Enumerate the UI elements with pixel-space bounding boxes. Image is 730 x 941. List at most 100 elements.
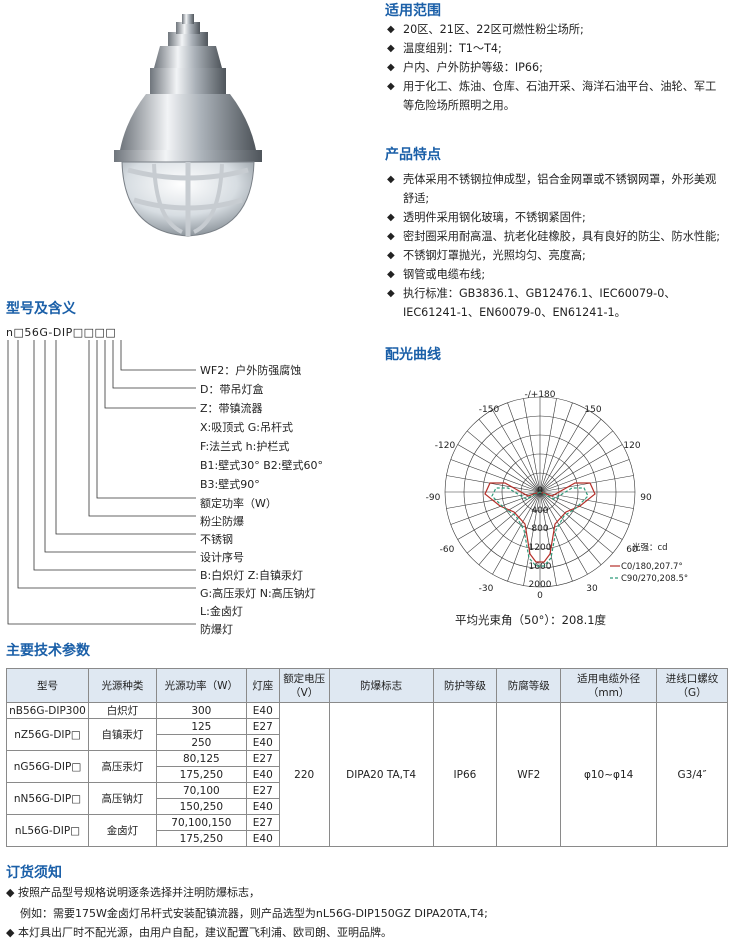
cell-ex: DIPA20 TA,T4 xyxy=(328,702,434,847)
polar-spoke xyxy=(539,491,573,582)
polar-spoke xyxy=(539,402,573,493)
curve-title: 配光曲线 xyxy=(385,347,441,363)
feature-item: 透明件采用钢化玻璃，不锈钢紧固件; xyxy=(387,208,727,227)
tech-title: 主要技术参数 xyxy=(6,643,90,659)
model-line: 不锈钢 xyxy=(200,533,233,546)
order-line-3: ◆ 本灯具出厂时不配光源，由用户自配，建议配置飞利浦、欧司朗、亚明品牌。 xyxy=(6,922,392,941)
model-line: X:吸顶式 G:吊杆式 xyxy=(200,421,293,434)
polar-spoke xyxy=(507,491,541,582)
cell-source: 白炽灯 xyxy=(87,702,157,719)
bullet-icon: ◆ xyxy=(6,926,18,939)
model-code: n□56G-DIP□□□□ xyxy=(6,326,117,339)
model-line: 额定功率（W） xyxy=(200,497,277,510)
model-line: B1:壁式30° B2:壁式60° xyxy=(200,459,323,472)
polar-spoke xyxy=(523,398,541,493)
cell-power: 175,250 xyxy=(155,766,247,783)
cell-power: 150,250 xyxy=(155,798,247,815)
cell-cable: φ10~φ14 xyxy=(560,702,658,847)
model-line: B3:壁式90° xyxy=(200,478,260,491)
cell-socket: E40 xyxy=(245,798,280,815)
cell-model: nB56G-DIP300 xyxy=(6,702,89,719)
cell-socket: E27 xyxy=(245,718,280,735)
header-cable: 适用电缆外径（mm） xyxy=(560,668,658,703)
scope-item: 户内、户外防护等级：IP66; xyxy=(387,58,727,77)
cell-ip: IP66 xyxy=(432,702,498,847)
polar-spoke xyxy=(539,430,613,493)
model-line: B:白炽灯 Z:自镇汞灯 xyxy=(200,569,303,582)
polar-spoke xyxy=(478,491,541,565)
cell-power: 175,250 xyxy=(155,830,247,847)
cell-power: 300 xyxy=(155,702,247,719)
table-row: 175,250 E40 xyxy=(7,766,728,783)
cell-model: nZ56G-DIP□ xyxy=(6,718,89,751)
polar-spoke xyxy=(467,430,541,493)
angle-label: -60 xyxy=(440,545,455,555)
table-row: nB56G-DIP300 白炽灯 300 E40 220 DIPA20 TA,T… xyxy=(6,702,728,847)
radial-label: 0 xyxy=(537,486,543,496)
model-line: 设计序号 xyxy=(200,551,244,564)
model-line: Z：带镇流器 xyxy=(200,402,263,415)
table-row: nG56G-DIP□ 高压汞灯 80,125 E27 xyxy=(6,750,728,783)
polar-spoke xyxy=(539,491,602,565)
cell-model: nN56G-DIP□ xyxy=(6,782,89,815)
cell-source: 自镇汞灯 xyxy=(87,718,157,751)
angle-label: -90 xyxy=(426,493,441,503)
features-list: 壳体采用不锈钢拉伸成型，铝合金网罩或不锈钢网罩，外形美观舒适; 透明件采用钢化玻… xyxy=(387,170,727,322)
header-socket: 灯座 xyxy=(245,668,280,703)
polar-spoke xyxy=(457,491,541,540)
polar-spoke xyxy=(507,402,541,493)
table-row: 250 E40 xyxy=(7,734,728,751)
header-ex: 防爆标志 xyxy=(328,668,434,703)
angle-label: 150 xyxy=(584,405,601,415)
cell-corrosion: WF2 xyxy=(496,702,562,847)
curve-c90 xyxy=(491,487,589,567)
spec-table: 型号 光源种类 光源功率（W） 灯座 额定电压（V） 防爆标志 防护等级 防腐等… xyxy=(6,668,728,847)
cell-power: 250 xyxy=(155,734,247,751)
order-line-3-text: 本灯具出厂时不配光源，由用户自配，建议配置飞利浦、欧司朗、亚明品牌。 xyxy=(17,926,392,939)
model-line: G:高压汞灯 N:高压钠灯 xyxy=(200,587,316,600)
cell-source: 高压汞灯 xyxy=(87,750,157,783)
order-line-1: ◆ 按照产品型号规格说明逐条选择并注明防爆标志， xyxy=(6,882,260,904)
cell-socket: E40 xyxy=(245,766,280,783)
scope-title: 适用范围 xyxy=(385,3,441,19)
radial-label: 400 xyxy=(531,506,548,516)
cell-socket: E27 xyxy=(245,782,280,799)
model-line: WF2：户外防强腐蚀 xyxy=(200,364,302,377)
polar-spoke xyxy=(539,475,634,493)
polar-spoke xyxy=(539,491,588,575)
feature-item: 壳体采用不锈钢拉伸成型，铝合金网罩或不锈钢网罩，外形美观舒适; xyxy=(387,170,727,208)
cell-socket: E40 xyxy=(245,702,280,719)
radial-label: 1200 xyxy=(529,543,552,553)
polar-spoke xyxy=(523,491,541,586)
cell-thread: G3/4″ xyxy=(656,702,728,847)
polar-spoke xyxy=(539,419,602,493)
feature-item: 不锈钢灯罩抛光，光照均匀、亮度高; xyxy=(387,246,727,265)
radial-label: 1600 xyxy=(529,562,552,572)
angle-label: 60 xyxy=(626,545,638,555)
angle-label: -120 xyxy=(435,441,456,451)
polar-spoke xyxy=(539,491,557,586)
table-row: nN56G-DIP□ 高压钠灯 70,100 E27 xyxy=(6,782,728,815)
legend-c0: C0/180,207.7° xyxy=(621,562,683,572)
cell-model: nG56G-DIP□ xyxy=(6,750,89,783)
polar-spoke xyxy=(478,419,541,493)
angle-label: 30 xyxy=(586,584,598,594)
bullet-icon: ◆ xyxy=(6,886,18,899)
scope-list: 20区、21区、22区可燃性粉尘场所; 温度组别：T1～T4; 户内、户外防护等… xyxy=(387,20,727,115)
polar-diagram: -/+180 -150 150 -120 120 -90 90 -60 60 -… xyxy=(426,390,688,601)
model-line: F:法兰式 h:护栏式 xyxy=(200,440,290,453)
angle-label: -150 xyxy=(479,405,500,415)
polar-spoke xyxy=(446,475,541,493)
polar-spoke xyxy=(457,444,541,493)
features-title: 产品特点 xyxy=(385,147,441,163)
model-tree-lines xyxy=(7,340,196,625)
angle-label: 0 xyxy=(537,591,543,601)
cell-model: nL56G-DIP□ xyxy=(6,814,89,847)
polar-spoke xyxy=(539,491,630,525)
polar-spoke xyxy=(539,491,613,554)
cell-power: 80,125 xyxy=(155,750,247,767)
scope-item: 用于化工、炼油、仓库、石油开采、海洋石油平台、油轮、军工等危险场所照明之用。 xyxy=(387,77,727,115)
polar-spoke xyxy=(492,409,541,493)
cell-socket: E40 xyxy=(245,734,280,751)
curve-caption: 平均光束角（50°）：208.1度 xyxy=(455,613,607,627)
